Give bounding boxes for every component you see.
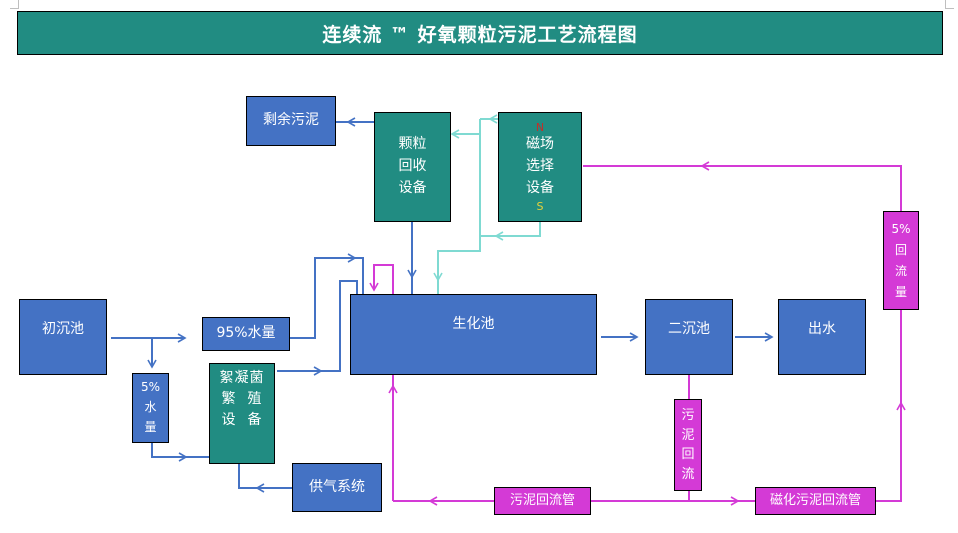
sludge-return-vertical-0: 污	[681, 408, 695, 423]
return-5-label-1: 回	[894, 242, 907, 257]
magnetic-selector-label-2: 设备	[526, 179, 554, 196]
effluent-box[interactable]: 出水	[778, 299, 866, 375]
return-right-riser	[876, 310, 902, 502]
page-corner-left	[10, 0, 19, 9]
return-5-label-0: 5%	[891, 221, 911, 236]
flow-5-label-2: 量	[144, 419, 157, 434]
magnetic-selector-label-0: 磁场	[526, 136, 554, 153]
secondary-clarifier-label: 二沉池	[668, 321, 710, 338]
sludge-return-pipe-box[interactable]: 污泥回流管	[494, 487, 591, 515]
pole-n-label: N	[535, 121, 545, 135]
flocculant-device-box[interactable]: 絮凝菌 繁 殖 设 备	[209, 363, 275, 464]
flow-95-box[interactable]: 95%水量	[202, 317, 290, 351]
diagram-title: 连续流 ™ 好氧颗粒污泥工艺流程图	[17, 11, 943, 55]
granule-recovery-label-2: 设备	[398, 179, 427, 196]
flow-5-to-floc	[151, 442, 188, 462]
flow-5-box[interactable]: 5% 水 量	[132, 373, 169, 443]
return-top	[583, 165, 902, 211]
air-supply-label: 供气系统	[309, 478, 365, 495]
pole-s-label: S	[536, 199, 544, 213]
sludge-return-pipe-label: 污泥回流管	[509, 492, 575, 508]
flow-5-label-1: 水	[144, 400, 157, 415]
magnetic-selector-box[interactable]: N 磁场 选择 设备 S	[498, 112, 582, 222]
sludge-return-vertical-1: 泥	[681, 427, 695, 443]
excess-sludge-box[interactable]: 剩余污泥	[246, 96, 336, 146]
flocculant-label-0: 絮凝菌	[219, 370, 265, 386]
sludge-return-vertical-box[interactable]: 污 泥 回 流	[674, 399, 702, 491]
magnetic-sludge-return-pipe-box[interactable]: 磁化污泥回流管	[755, 487, 876, 515]
bioreactor-box[interactable]: 生化池	[350, 294, 597, 375]
bioreactor-label: 生化池	[452, 315, 495, 332]
effluent-label: 出水	[808, 321, 836, 338]
return-5-label-2: 流	[894, 263, 907, 278]
sludge-return-vertical-3: 流	[681, 466, 695, 482]
sludge-return-vertical-2: 回	[681, 447, 695, 462]
flow-95-label: 95%水量	[216, 325, 276, 342]
return-into-bioreactor	[369, 264, 394, 294]
magnetic-sludge-return-pipe-label: 磁化污泥回流管	[769, 492, 861, 508]
flocculant-label-1: 繁 殖	[221, 391, 263, 407]
page-corner-right	[945, 0, 954, 9]
flocculant-label-2: 设 备	[221, 412, 263, 428]
primary-clarifier-box[interactable]: 初沉池	[19, 299, 107, 375]
granule-recovery-box[interactable]: 颗粒 回收 设备	[374, 112, 451, 222]
flow-5-label-0: 5%	[140, 380, 161, 395]
secondary-clarifier-box[interactable]: 二沉池	[645, 299, 733, 375]
excess-sludge-label: 剩余污泥	[263, 112, 319, 129]
granule-recovery-label-1: 回收	[398, 158, 427, 175]
magnetic-selector-label-1: 选择	[526, 158, 554, 175]
air-supply-box[interactable]: 供气系统	[292, 463, 382, 512]
granule-recovery-label-0: 颗粒	[398, 136, 427, 153]
return-5-box[interactable]: 5% 回 流 量	[883, 211, 919, 310]
return-5-label-3: 量	[894, 284, 907, 299]
flow-magnet-s-out	[480, 221, 541, 237]
primary-clarifier-label: 初沉池	[42, 321, 84, 338]
